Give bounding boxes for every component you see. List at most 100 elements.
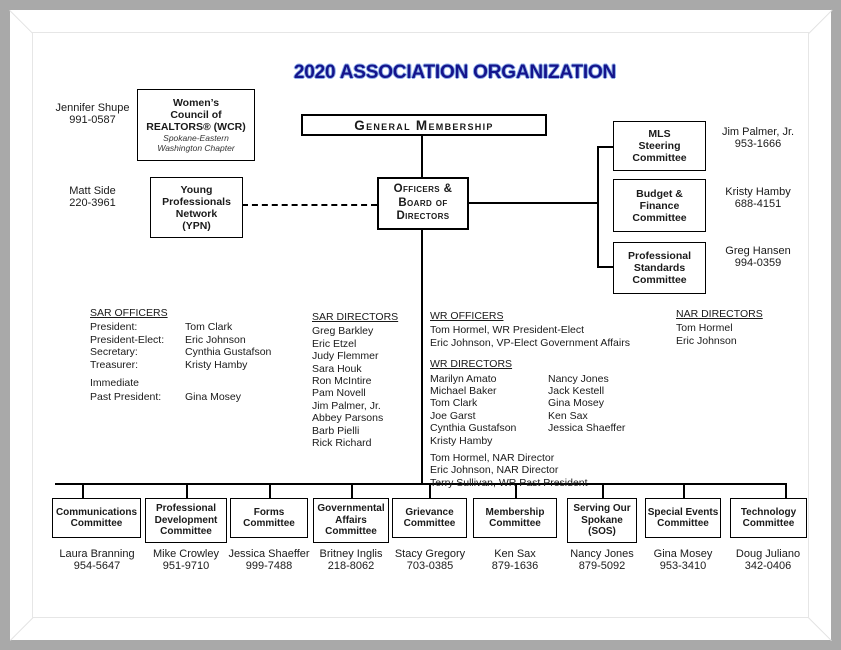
text-line: Eric Johnson, NAR Director [430, 464, 559, 477]
text-line: Committee [632, 274, 687, 286]
budget-finance-contact: Kristy Hamby 688-4151 [708, 186, 808, 210]
text-line: Sara Houk [312, 362, 362, 375]
connector-ypn-dashed [242, 204, 377, 206]
text-line: Gina Mosey [548, 397, 605, 410]
text-line: Steering [638, 140, 681, 152]
contact-name: Jim Palmer, Jr. [721, 126, 795, 138]
text-line: Membership [485, 506, 545, 518]
text-line: Standards [633, 262, 686, 274]
connector-stub-governmental [351, 483, 353, 498]
text-line: Cynthia Gustafson [430, 422, 517, 435]
officer-role-label: Secretary: [90, 346, 138, 359]
contact-name: Doug Juliano [735, 548, 801, 560]
officer-row: President: Tom Clark [90, 321, 300, 333]
text-line: Professional [155, 503, 217, 515]
text-line: Directors [396, 210, 450, 223]
text-line: Ken Sax [548, 409, 588, 422]
text-line: MLS [648, 128, 671, 140]
text-line: Barb Pielli [312, 424, 360, 437]
officer-row: Treasurer: Kristy Hamby [90, 359, 300, 371]
text-line: Serving Our [573, 503, 631, 515]
contact-name: Jennifer Shupe [55, 102, 130, 114]
officer-role-label: President-Elect: [90, 333, 165, 346]
contact-phone: 879-1636 [491, 559, 539, 572]
contact-name: Stacy Gregory [394, 548, 466, 560]
text-line: Committee [632, 211, 687, 224]
text-line: Jessica Shaeffer [548, 422, 626, 435]
text-line: Officers & [393, 183, 453, 196]
text-line: Budget & [636, 187, 683, 200]
text-line: Ron McIntire [312, 375, 372, 388]
contact-name: Gina Mosey [653, 548, 713, 560]
contact-name: Britney Inglis [319, 548, 383, 560]
text-line: Joe Garst [430, 409, 476, 422]
officer-name: Eric Johnson [185, 333, 246, 346]
text-line: Eric Johnson [676, 334, 737, 347]
connector-stub-prof-development [186, 483, 188, 498]
text-line: Marilyn Amato [430, 372, 497, 385]
connector-stub-special-events [683, 483, 685, 498]
text-line: Rick Richard [312, 437, 372, 450]
text-line: REALTORS® (WCR) [146, 121, 246, 133]
text-line: Board of [398, 196, 448, 209]
text-line: Committee [403, 518, 456, 529]
officer-row: President-Elect: Eric Johnson [90, 334, 300, 346]
text-line: Development [154, 514, 218, 526]
wr-block: WR OFFICERS Tom Hormel, WR President-Ele… [430, 310, 670, 489]
contact-phone: 342-0406 [744, 559, 792, 572]
text-line: Committee [632, 152, 687, 164]
contact-phone: 994-0359 [734, 256, 782, 269]
text-line: Committee [325, 526, 377, 538]
contact-phone: 220-3961 [69, 196, 116, 209]
text-line: Affairs [335, 514, 367, 526]
text-line: Grievance [405, 506, 454, 518]
contact-name: Laura Branning [59, 548, 135, 560]
connector-committees-rail [55, 483, 787, 485]
professional-standards-contact: Greg Hansen 994-0359 [708, 245, 808, 269]
committee-contact-technology: Doug Juliano 342-0406 [718, 548, 818, 572]
text-line: Tom Hormel, WR President-Elect [430, 324, 585, 337]
contact-phone: 991-0587 [69, 113, 116, 126]
text-line: Spokane [581, 514, 623, 526]
wr-directors-heading: WR DIRECTORS [430, 358, 513, 371]
committee-contact-grievance: Stacy Gregory 703-0385 [380, 548, 480, 572]
officer-name: Gina Mosey [185, 391, 242, 404]
connector-stub-forms [269, 483, 271, 498]
text-line: Nancy Jones [548, 372, 609, 385]
text-line: Eric Johnson, VP-Elect Government Affair… [430, 336, 630, 349]
officer-role-label: Treasurer: [90, 358, 139, 371]
text-line: Network [175, 207, 218, 220]
text-line: Tom Clark [430, 397, 478, 410]
officer-row: Secretary: Cynthia Gustafson [90, 346, 300, 358]
sar-officers-heading: SAR OFFICERS [90, 307, 168, 319]
connector-stub-sos [602, 483, 604, 498]
immediate-label: Immediate [90, 377, 140, 390]
officer-name: Tom Clark [185, 321, 233, 334]
connector-stub-grievance [429, 483, 431, 498]
contact-name: Nancy Jones [570, 548, 634, 560]
text-line: Professionals [162, 195, 231, 208]
connector-right-vertical [597, 146, 599, 268]
committee-contact-forms: Jessica Shaeffer 999-7488 [219, 548, 319, 572]
text-line: Forms [253, 506, 285, 518]
officer-name: Cynthia Gustafson [185, 346, 272, 359]
contact-phone: 688-4151 [734, 197, 782, 210]
text-line: (YPN) [182, 219, 211, 232]
officer-role-label: President: [90, 321, 138, 334]
